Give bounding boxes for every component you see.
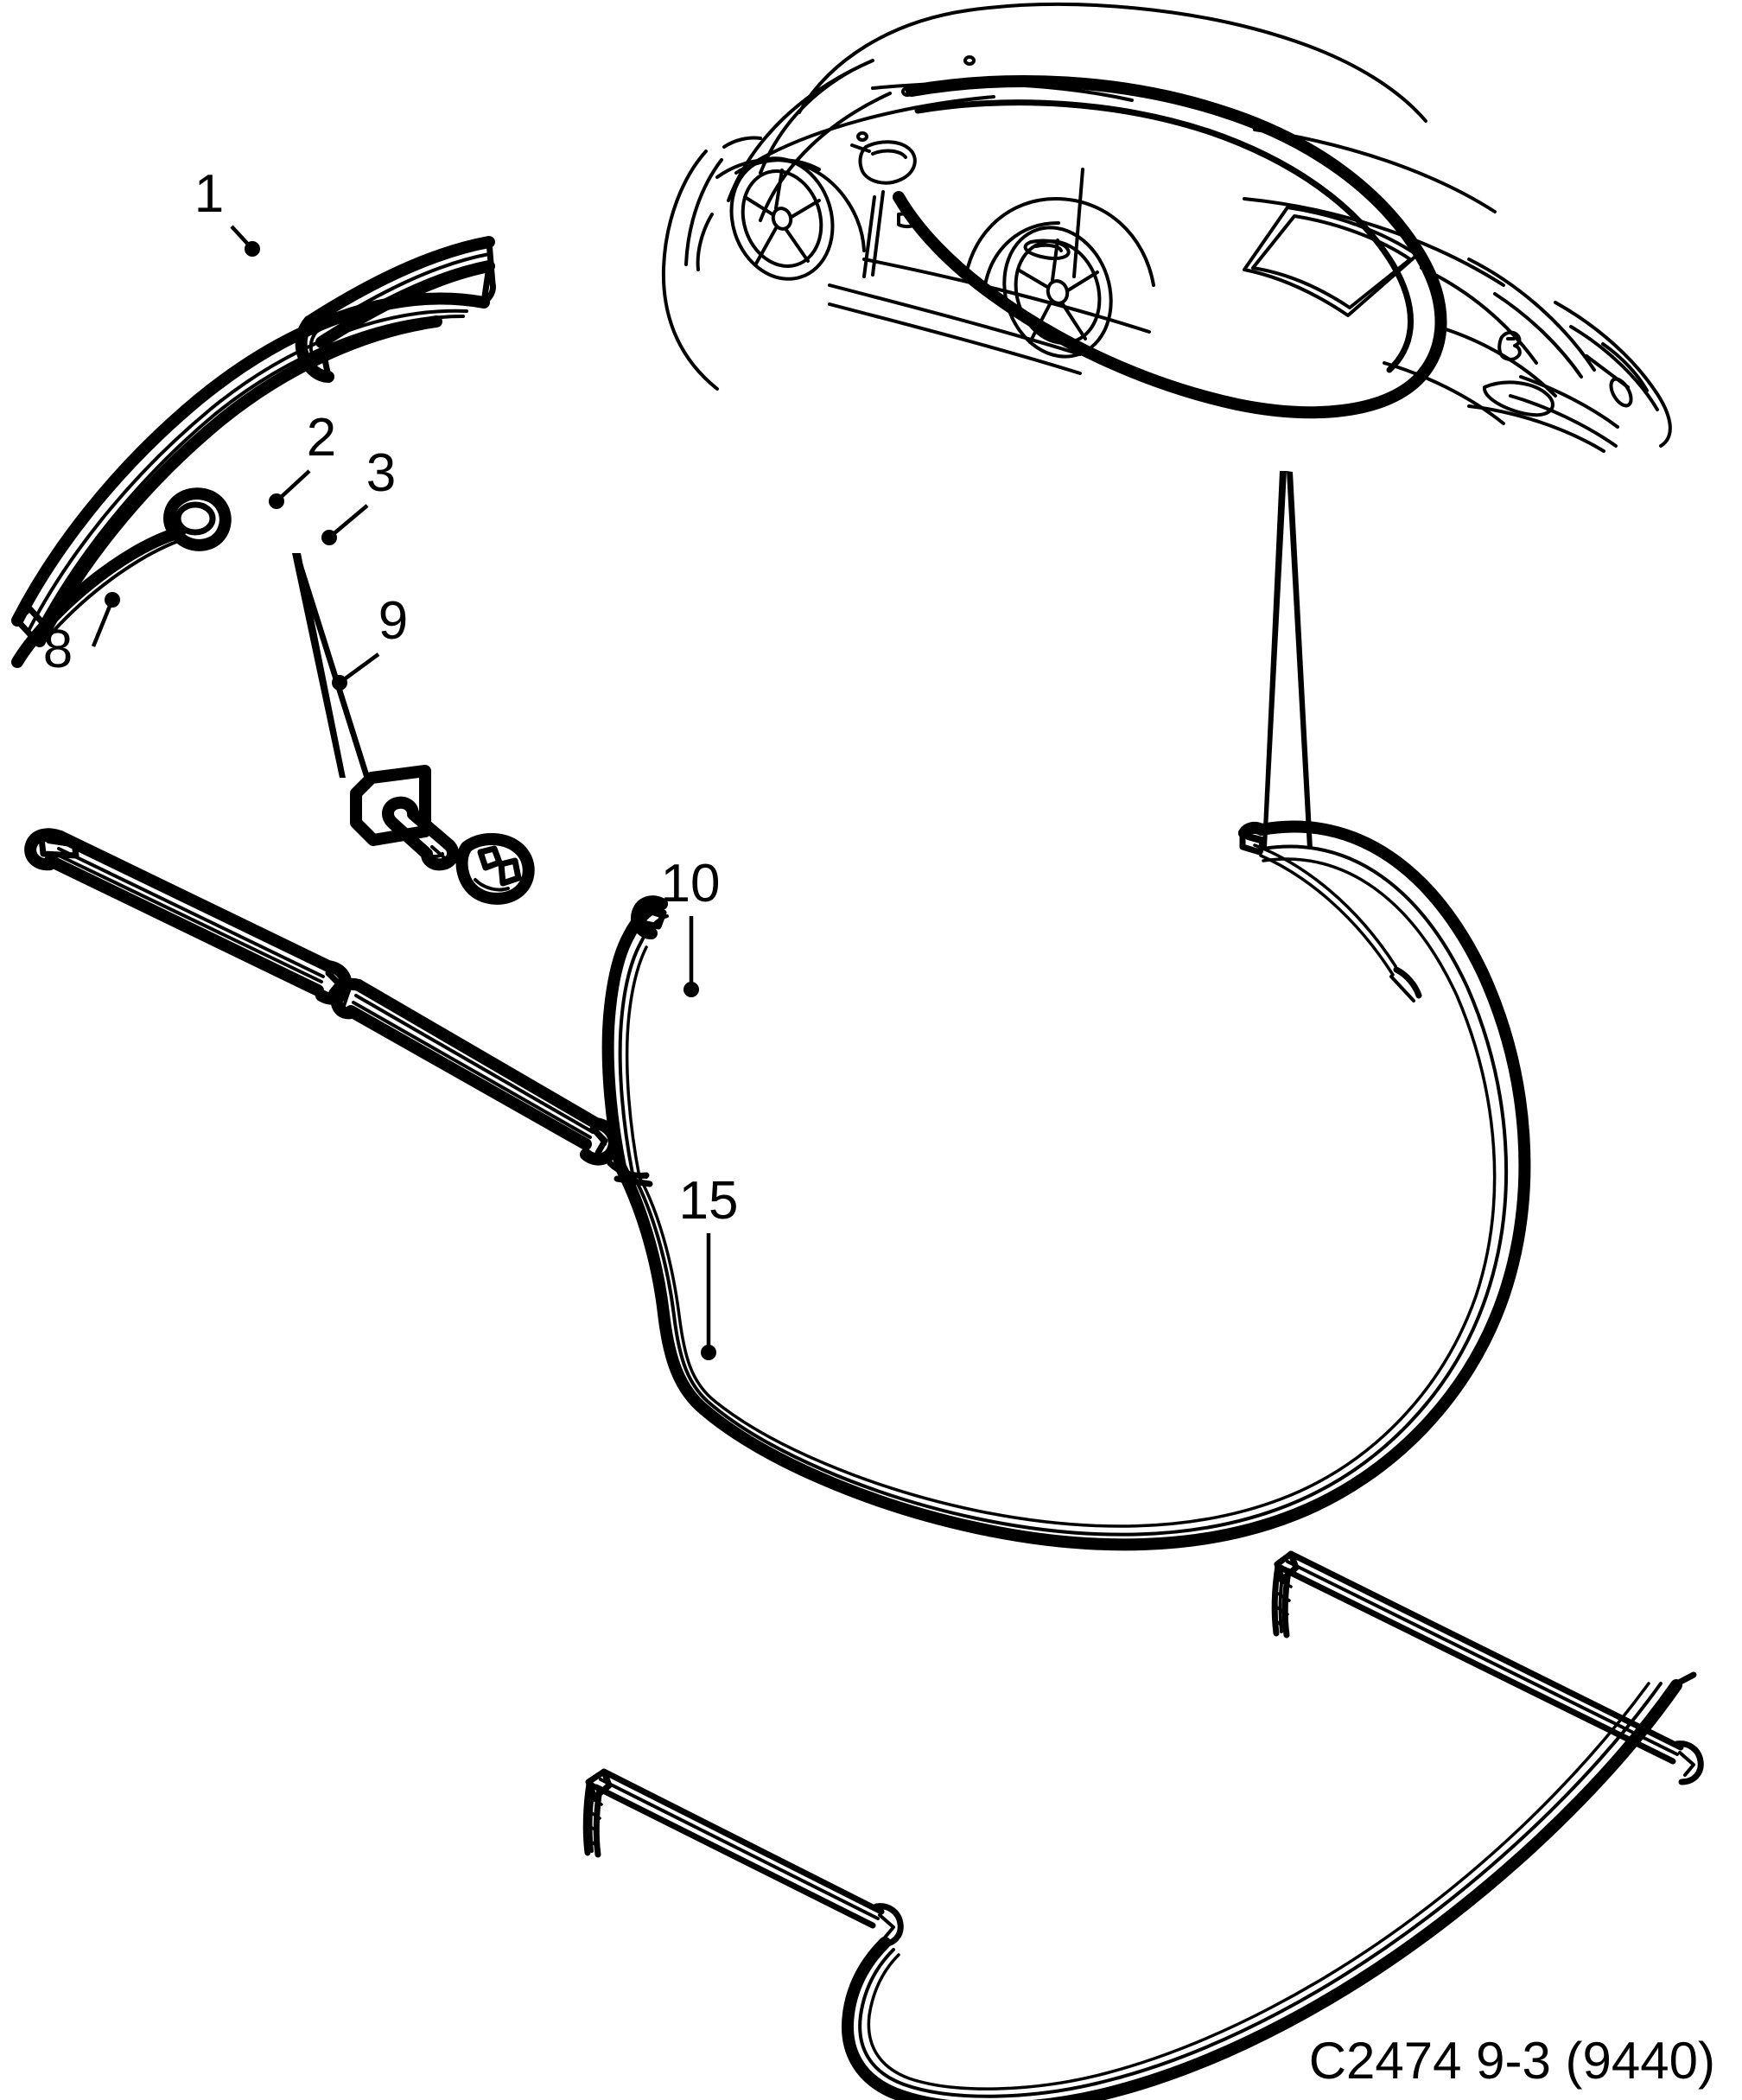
callout-8-label: 8 — [43, 620, 73, 679]
callout-10-dot — [683, 982, 699, 997]
callout-1-label: 1 — [194, 164, 224, 224]
callout-3[interactable]: 3 — [321, 443, 396, 545]
callout-9-leader — [338, 652, 380, 684]
callout-8-leader — [91, 599, 115, 647]
callout-1-dot — [245, 241, 260, 257]
callout-1[interactable]: 1 — [194, 164, 260, 257]
callout-9-label: 9 — [378, 591, 408, 651]
callout-8-dot — [105, 592, 120, 608]
car-weatherstrip-highlight — [893, 75, 1447, 419]
callout-2-dot — [269, 493, 284, 509]
callout-15-dot — [701, 1345, 716, 1360]
callout-3-label: 3 — [366, 443, 396, 503]
callout-15-label: 15 — [679, 1171, 739, 1231]
callout-3-leader — [327, 504, 369, 539]
callout-10[interactable]: 10 — [661, 854, 721, 997]
callout-9-dot — [332, 675, 347, 690]
figure-caption: C2474 9-3 (9440) — [1309, 2032, 1715, 2090]
callout-8[interactable]: 8 — [43, 592, 120, 679]
callout-2-label: 2 — [307, 408, 336, 468]
callout-9[interactable]: 9 — [332, 591, 408, 690]
car-to-part10-pointer-lines — [1262, 471, 1313, 849]
callout-3-dot — [321, 530, 337, 545]
callout-15[interactable]: 15 — [679, 1171, 739, 1360]
callout-2[interactable]: 2 — [269, 408, 336, 509]
callout-10-label: 10 — [661, 854, 721, 913]
car-weatherstrip-inner-line — [914, 99, 1414, 373]
